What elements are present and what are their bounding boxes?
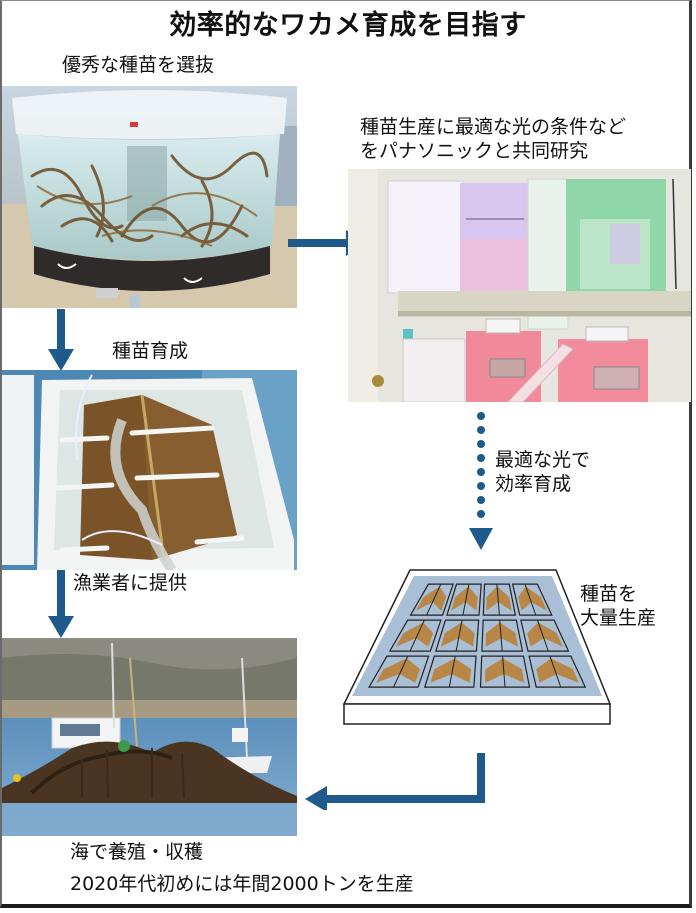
seedling-frame xyxy=(388,619,442,652)
label-optimal-light-line1: 最適な光で xyxy=(495,449,591,471)
seedling-sheet xyxy=(518,586,547,611)
footer-production-target: 2020年代初めには年間2000トンを生産 xyxy=(70,873,414,895)
elbow-arrow-to-harvest xyxy=(305,753,485,810)
label-grow-seedlings: 種苗育成 xyxy=(112,340,189,362)
frame-center-rope xyxy=(409,619,425,652)
light-chamber-photo xyxy=(348,169,691,402)
seedling-sheet xyxy=(527,622,563,647)
label-mass-produce-line1: 種苗を xyxy=(580,583,638,605)
seedling-sheet xyxy=(375,658,421,683)
frame-center-rope xyxy=(393,655,409,688)
seedling-frame xyxy=(423,655,477,688)
label-research-line2: をパナソニックと共同研究 xyxy=(360,140,589,162)
label-select-seedlings: 優秀な種苗を選抜 xyxy=(62,54,215,76)
frame-center-rope xyxy=(496,584,500,616)
label-harvest: 海で養殖・収穫 xyxy=(70,841,204,863)
label-optimal-light-line2: 効率育成 xyxy=(495,473,572,495)
seedling-sheet xyxy=(451,586,478,611)
dotted-arrow-down-to-mass-production xyxy=(469,412,493,550)
seedling-sheet xyxy=(486,586,512,611)
fishing-boat-harvest-photo xyxy=(2,638,297,836)
frame-center-rope xyxy=(462,584,470,616)
seedling-sheet xyxy=(440,622,475,647)
seedling-sheet xyxy=(415,586,447,611)
seedling-tray-photo xyxy=(2,370,297,570)
seedling-frame xyxy=(479,655,531,688)
label-research-line1: 種苗生産に最適な光の条件など xyxy=(360,116,627,138)
frame-center-rope xyxy=(499,620,503,652)
seedling-sheet xyxy=(395,622,434,647)
seaweed-tank-photo xyxy=(2,86,297,308)
seedling-sheet xyxy=(485,658,525,683)
seedling-sheet xyxy=(430,658,472,683)
frame-center-rope xyxy=(426,583,442,616)
seedling-frame xyxy=(368,655,430,688)
seedling-rack-illustration xyxy=(342,569,612,725)
arrow-down-to-grow xyxy=(48,309,74,371)
label-provide-fishers: 漁業者に提供 xyxy=(73,572,188,594)
seedling-frame xyxy=(528,655,587,688)
seedling-frame xyxy=(511,583,553,616)
seedling-frame xyxy=(409,583,454,616)
frame-center-rope xyxy=(537,619,549,652)
seedling-frame xyxy=(481,619,524,652)
figure-title: 効率的なワカメ育成を目指す xyxy=(169,10,527,41)
seedling-sheet xyxy=(536,658,579,683)
seedling-frame xyxy=(435,619,480,652)
label-mass-produce-line2: 大量生産 xyxy=(580,607,657,629)
seedling-frame xyxy=(520,619,570,652)
frame-center-rope xyxy=(448,656,456,688)
frame-center-rope xyxy=(524,583,537,616)
seedling-frame xyxy=(482,583,517,616)
arrow-down-to-harvest xyxy=(48,570,74,638)
frame-center-rope xyxy=(455,620,463,652)
frame-center-rope xyxy=(502,656,506,688)
frame-center-rope xyxy=(549,655,562,688)
seedling-frame xyxy=(446,583,482,616)
seedling-sheet xyxy=(485,622,519,647)
